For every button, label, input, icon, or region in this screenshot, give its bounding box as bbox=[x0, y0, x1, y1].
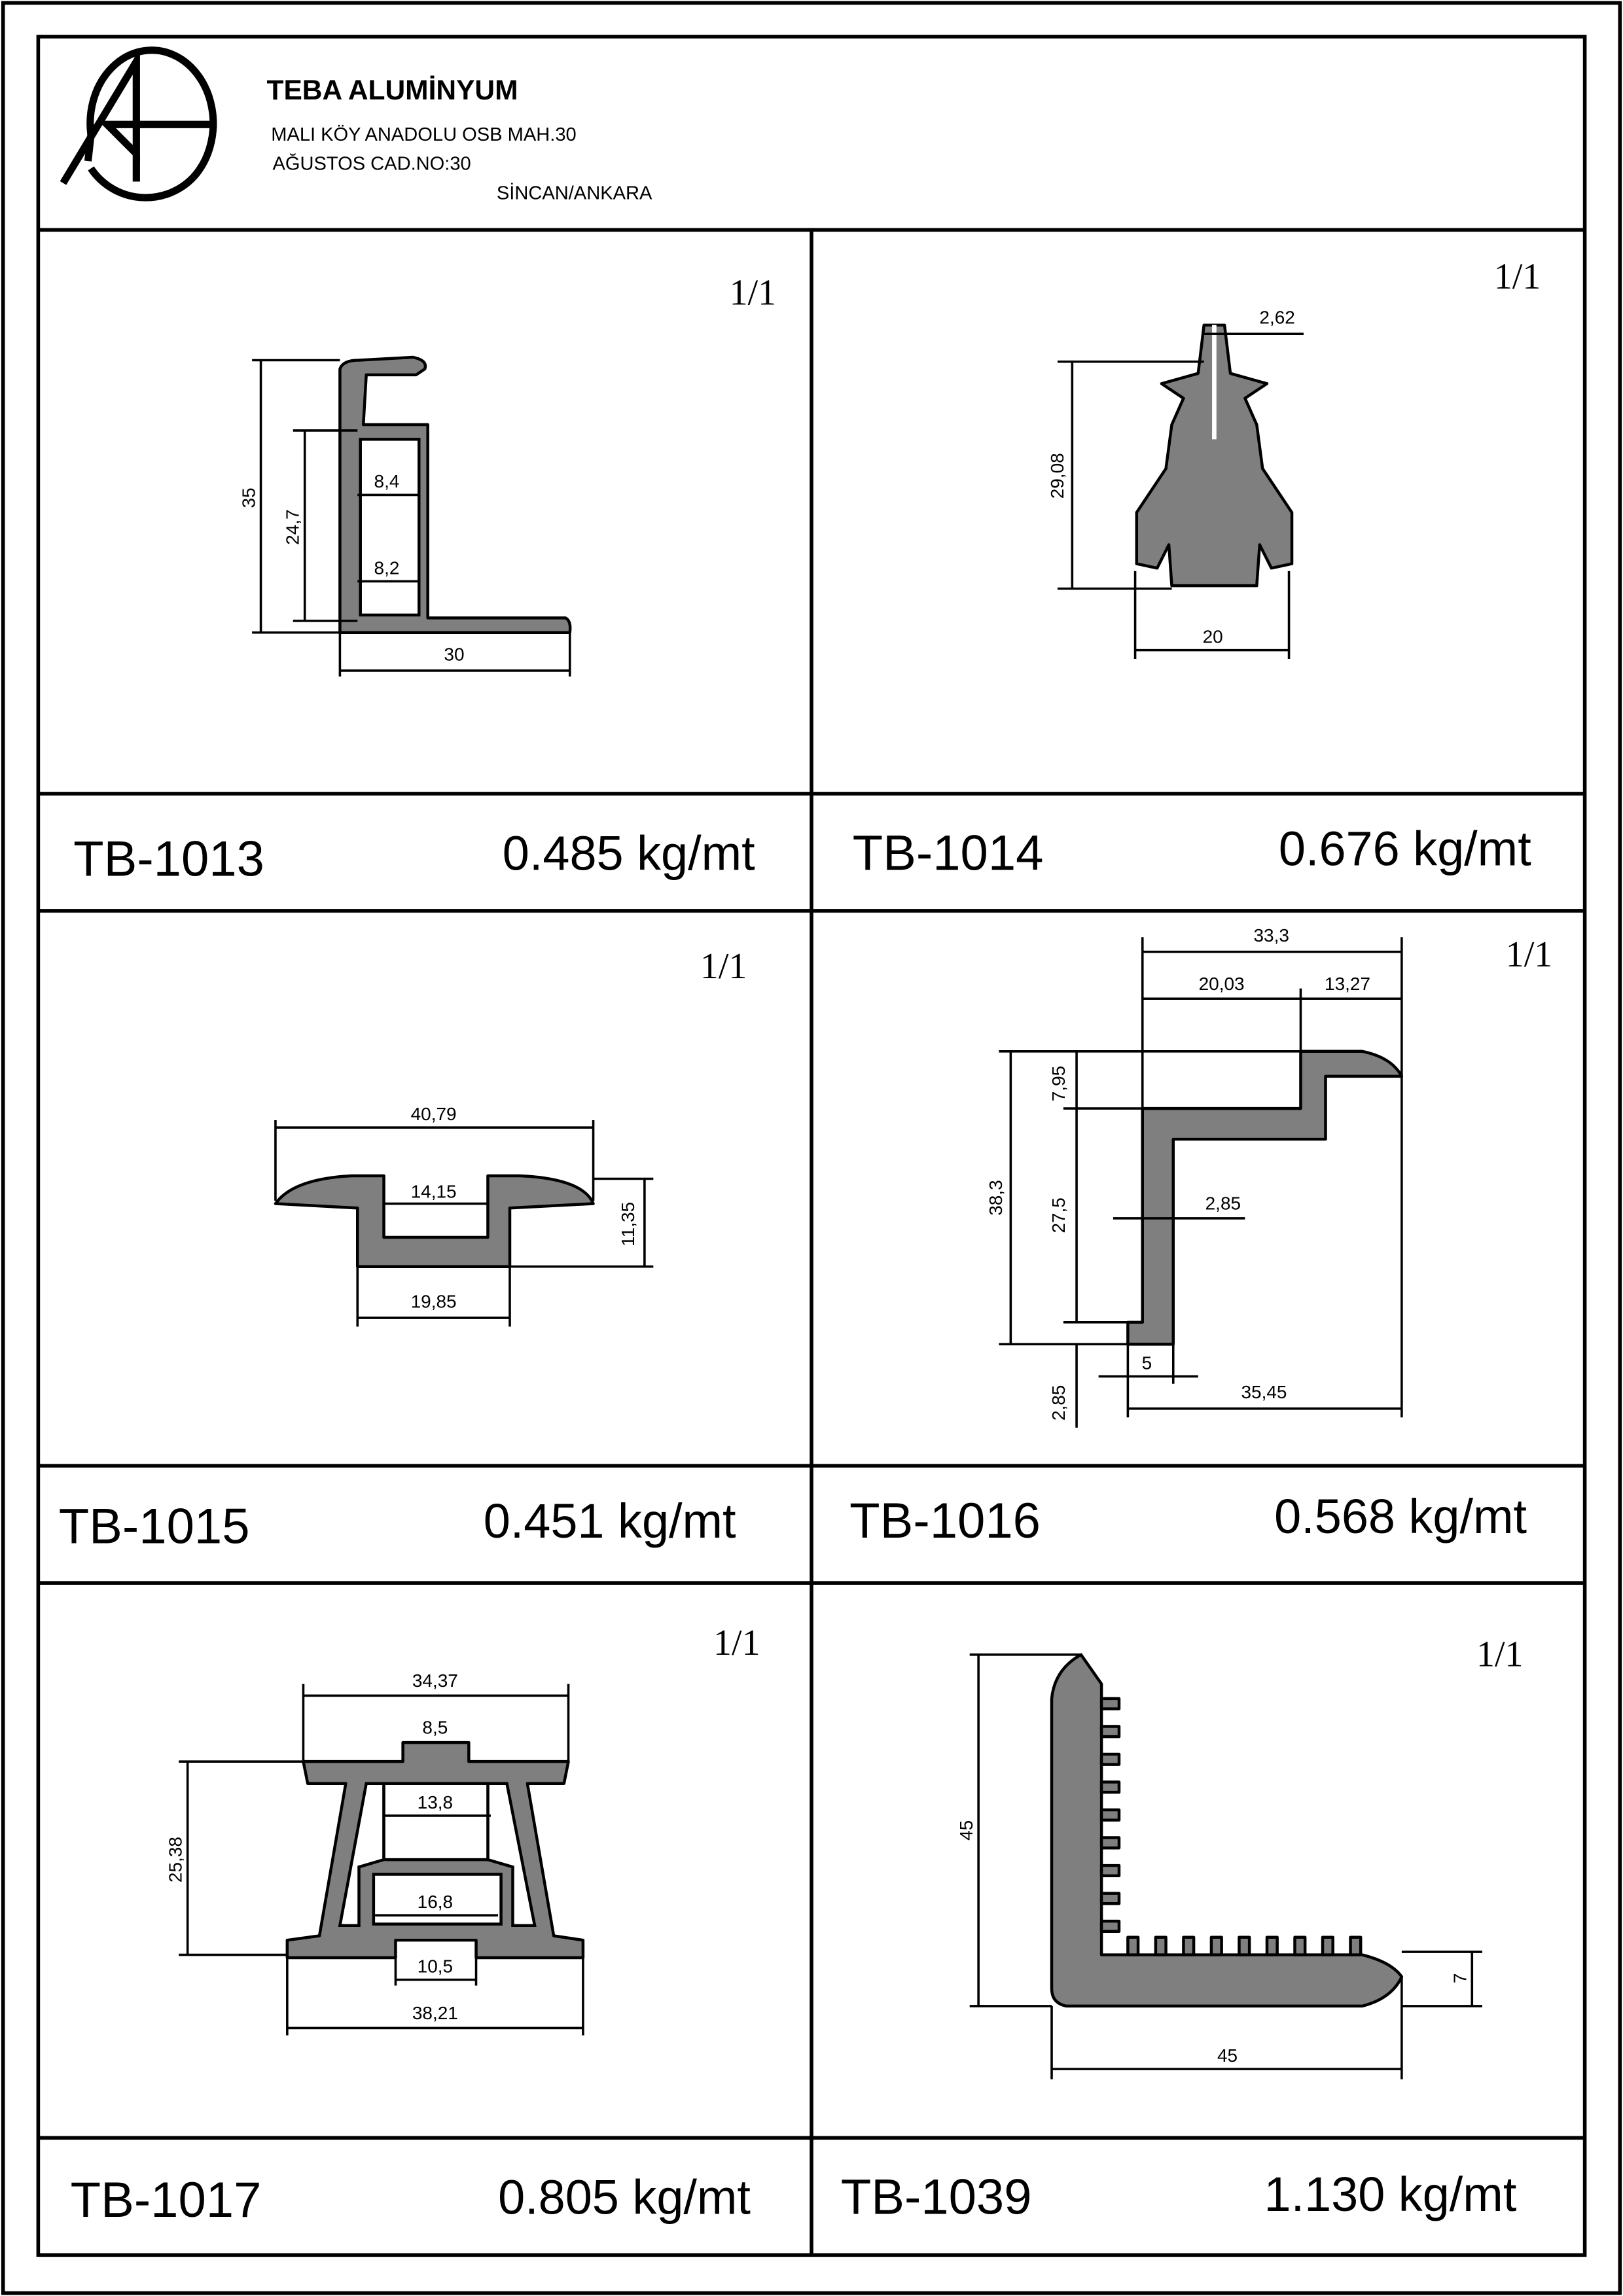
scale-label: 1/1 bbox=[1506, 934, 1552, 975]
dim-label: 33,3 bbox=[1253, 925, 1289, 945]
dim-label: 2,62 bbox=[1259, 308, 1294, 328]
profile-tb-1039: 1/1 45 45 7 TB-1039 1.130 kg/mt bbox=[841, 1634, 1524, 2225]
dim-label: 35 bbox=[239, 487, 259, 508]
tooth bbox=[1099, 1863, 1121, 1877]
dim-label: 20 bbox=[1203, 626, 1223, 646]
dim-label: 35,45 bbox=[1241, 1382, 1287, 1402]
tooth bbox=[1099, 1892, 1121, 1905]
dim-label: 38,21 bbox=[412, 2003, 458, 2023]
scale-label: 1/1 bbox=[713, 1623, 760, 1663]
profile-weight: 1.130 kg/mt bbox=[1264, 2167, 1517, 2221]
profile-code: TB-1039 bbox=[841, 2170, 1032, 2225]
scale-label: 1/1 bbox=[1494, 256, 1541, 297]
address-line-2: AĞUSTOS CAD.NO:30 bbox=[272, 153, 471, 175]
profile-weight: 0.568 kg/mt bbox=[1274, 1489, 1527, 1544]
profile-code: TB-1014 bbox=[853, 825, 1044, 881]
tooth bbox=[1238, 1935, 1251, 1956]
profile-code: TB-1016 bbox=[849, 1493, 1041, 1549]
profile-code: TB-1017 bbox=[71, 2172, 262, 2228]
tooth bbox=[1099, 1836, 1121, 1850]
dim-label: 7,95 bbox=[1048, 1066, 1069, 1101]
tooth bbox=[1126, 1935, 1140, 1956]
dim-label: 19,85 bbox=[411, 1291, 457, 1311]
dim-label: 30 bbox=[444, 644, 464, 664]
tooth bbox=[1099, 1919, 1121, 1934]
profile-tb-1014: 1/1 2,62 29,08 20 TB-1014 0.676 kg/mt bbox=[853, 256, 1541, 881]
dim-label: 2,85 bbox=[1205, 1193, 1241, 1213]
dim-label: 27,5 bbox=[1048, 1197, 1069, 1233]
dim-label: 13,27 bbox=[1325, 974, 1370, 994]
company-name: TEBA ALUMİNYUM bbox=[267, 75, 518, 106]
tooth bbox=[1099, 1752, 1121, 1766]
grid-lines bbox=[38, 228, 1585, 2255]
tooth bbox=[1099, 1697, 1121, 1710]
dim-label: 2,85 bbox=[1048, 1385, 1069, 1421]
dim-label: 40,79 bbox=[411, 1104, 457, 1124]
scale-label: 1/1 bbox=[730, 272, 776, 313]
tooth bbox=[1099, 1725, 1121, 1739]
profile-tb-1013: 1/1 35 24,7 8,4 8,2 30 TB-1013 0.485 kg/… bbox=[73, 272, 776, 887]
dim-label: 24,7 bbox=[283, 509, 303, 544]
dim-label: 8,5 bbox=[422, 1718, 448, 1738]
dim-label: 16,8 bbox=[418, 1892, 453, 1912]
profile-tb-1015: 1/1 40,79 14,15 11,35 19,85 TB-1015 0.45… bbox=[59, 946, 747, 1555]
tooth bbox=[1182, 1935, 1196, 1956]
profile-hollow bbox=[382, 1782, 490, 1862]
scale-label: 1/1 bbox=[700, 946, 747, 987]
company-logo bbox=[60, 46, 217, 202]
scale-label: 1/1 bbox=[1476, 1634, 1523, 1675]
dim-label: 34,37 bbox=[412, 1670, 458, 1691]
dim-label: 10,5 bbox=[418, 1956, 453, 1976]
tooth bbox=[1265, 1935, 1279, 1956]
address-city: SİNCAN/ANKARA bbox=[497, 182, 652, 203]
profile-code: TB-1013 bbox=[73, 831, 264, 887]
dim-label: 8,4 bbox=[374, 471, 400, 491]
profile-tb-1017: 1/1 34,37 8,5 13,8 16,8 10,5 38,21 25,38… bbox=[71, 1623, 760, 2228]
dim-label: 45 bbox=[956, 1820, 976, 1841]
dim-label: 7 bbox=[1450, 1973, 1470, 1984]
profile-code: TB-1015 bbox=[59, 1499, 250, 1555]
profile-weight: 0.451 kg/mt bbox=[484, 1494, 736, 1548]
tooth bbox=[1209, 1935, 1223, 1956]
dim-label: 8,2 bbox=[374, 557, 400, 578]
dim-label: 45 bbox=[1217, 2045, 1238, 2066]
dim-label: 20,03 bbox=[1199, 974, 1245, 994]
profile-weight: 0.485 kg/mt bbox=[503, 826, 755, 880]
dim-label: 29,08 bbox=[1047, 453, 1067, 499]
profile-weight: 0.805 kg/mt bbox=[498, 2170, 751, 2225]
dim-label: 38,3 bbox=[986, 1180, 1006, 1215]
profile-weight: 0.676 kg/mt bbox=[1279, 822, 1531, 876]
profile-teeth bbox=[1099, 1697, 1363, 1956]
dim-label: 11,35 bbox=[618, 1202, 638, 1246]
tooth bbox=[1293, 1935, 1307, 1956]
tooth bbox=[1099, 1808, 1121, 1822]
tooth bbox=[1349, 1935, 1363, 1956]
tooth bbox=[1321, 1935, 1334, 1956]
profile-drawing bbox=[274, 1174, 595, 1269]
dim-label: 5 bbox=[1142, 1352, 1152, 1373]
profile-drawing bbox=[1126, 1050, 1404, 1346]
dim-label: 14,15 bbox=[411, 1182, 457, 1202]
profile-drawing bbox=[1050, 1653, 1404, 2008]
profile-tb-1016: 1/1 33,3 20,03 13,27 38,3 7,95 27,5 2,85… bbox=[849, 925, 1552, 1549]
profile-drawing bbox=[1135, 323, 1294, 588]
dim-label: 13,8 bbox=[418, 1792, 453, 1812]
address-line-1: MALI KÖY ANADOLU OSB MAH.30 bbox=[271, 124, 577, 145]
profile-hollow bbox=[359, 438, 421, 617]
tooth bbox=[1099, 1780, 1121, 1794]
dim-label: 25,38 bbox=[166, 1837, 186, 1882]
tooth bbox=[1154, 1935, 1168, 1956]
